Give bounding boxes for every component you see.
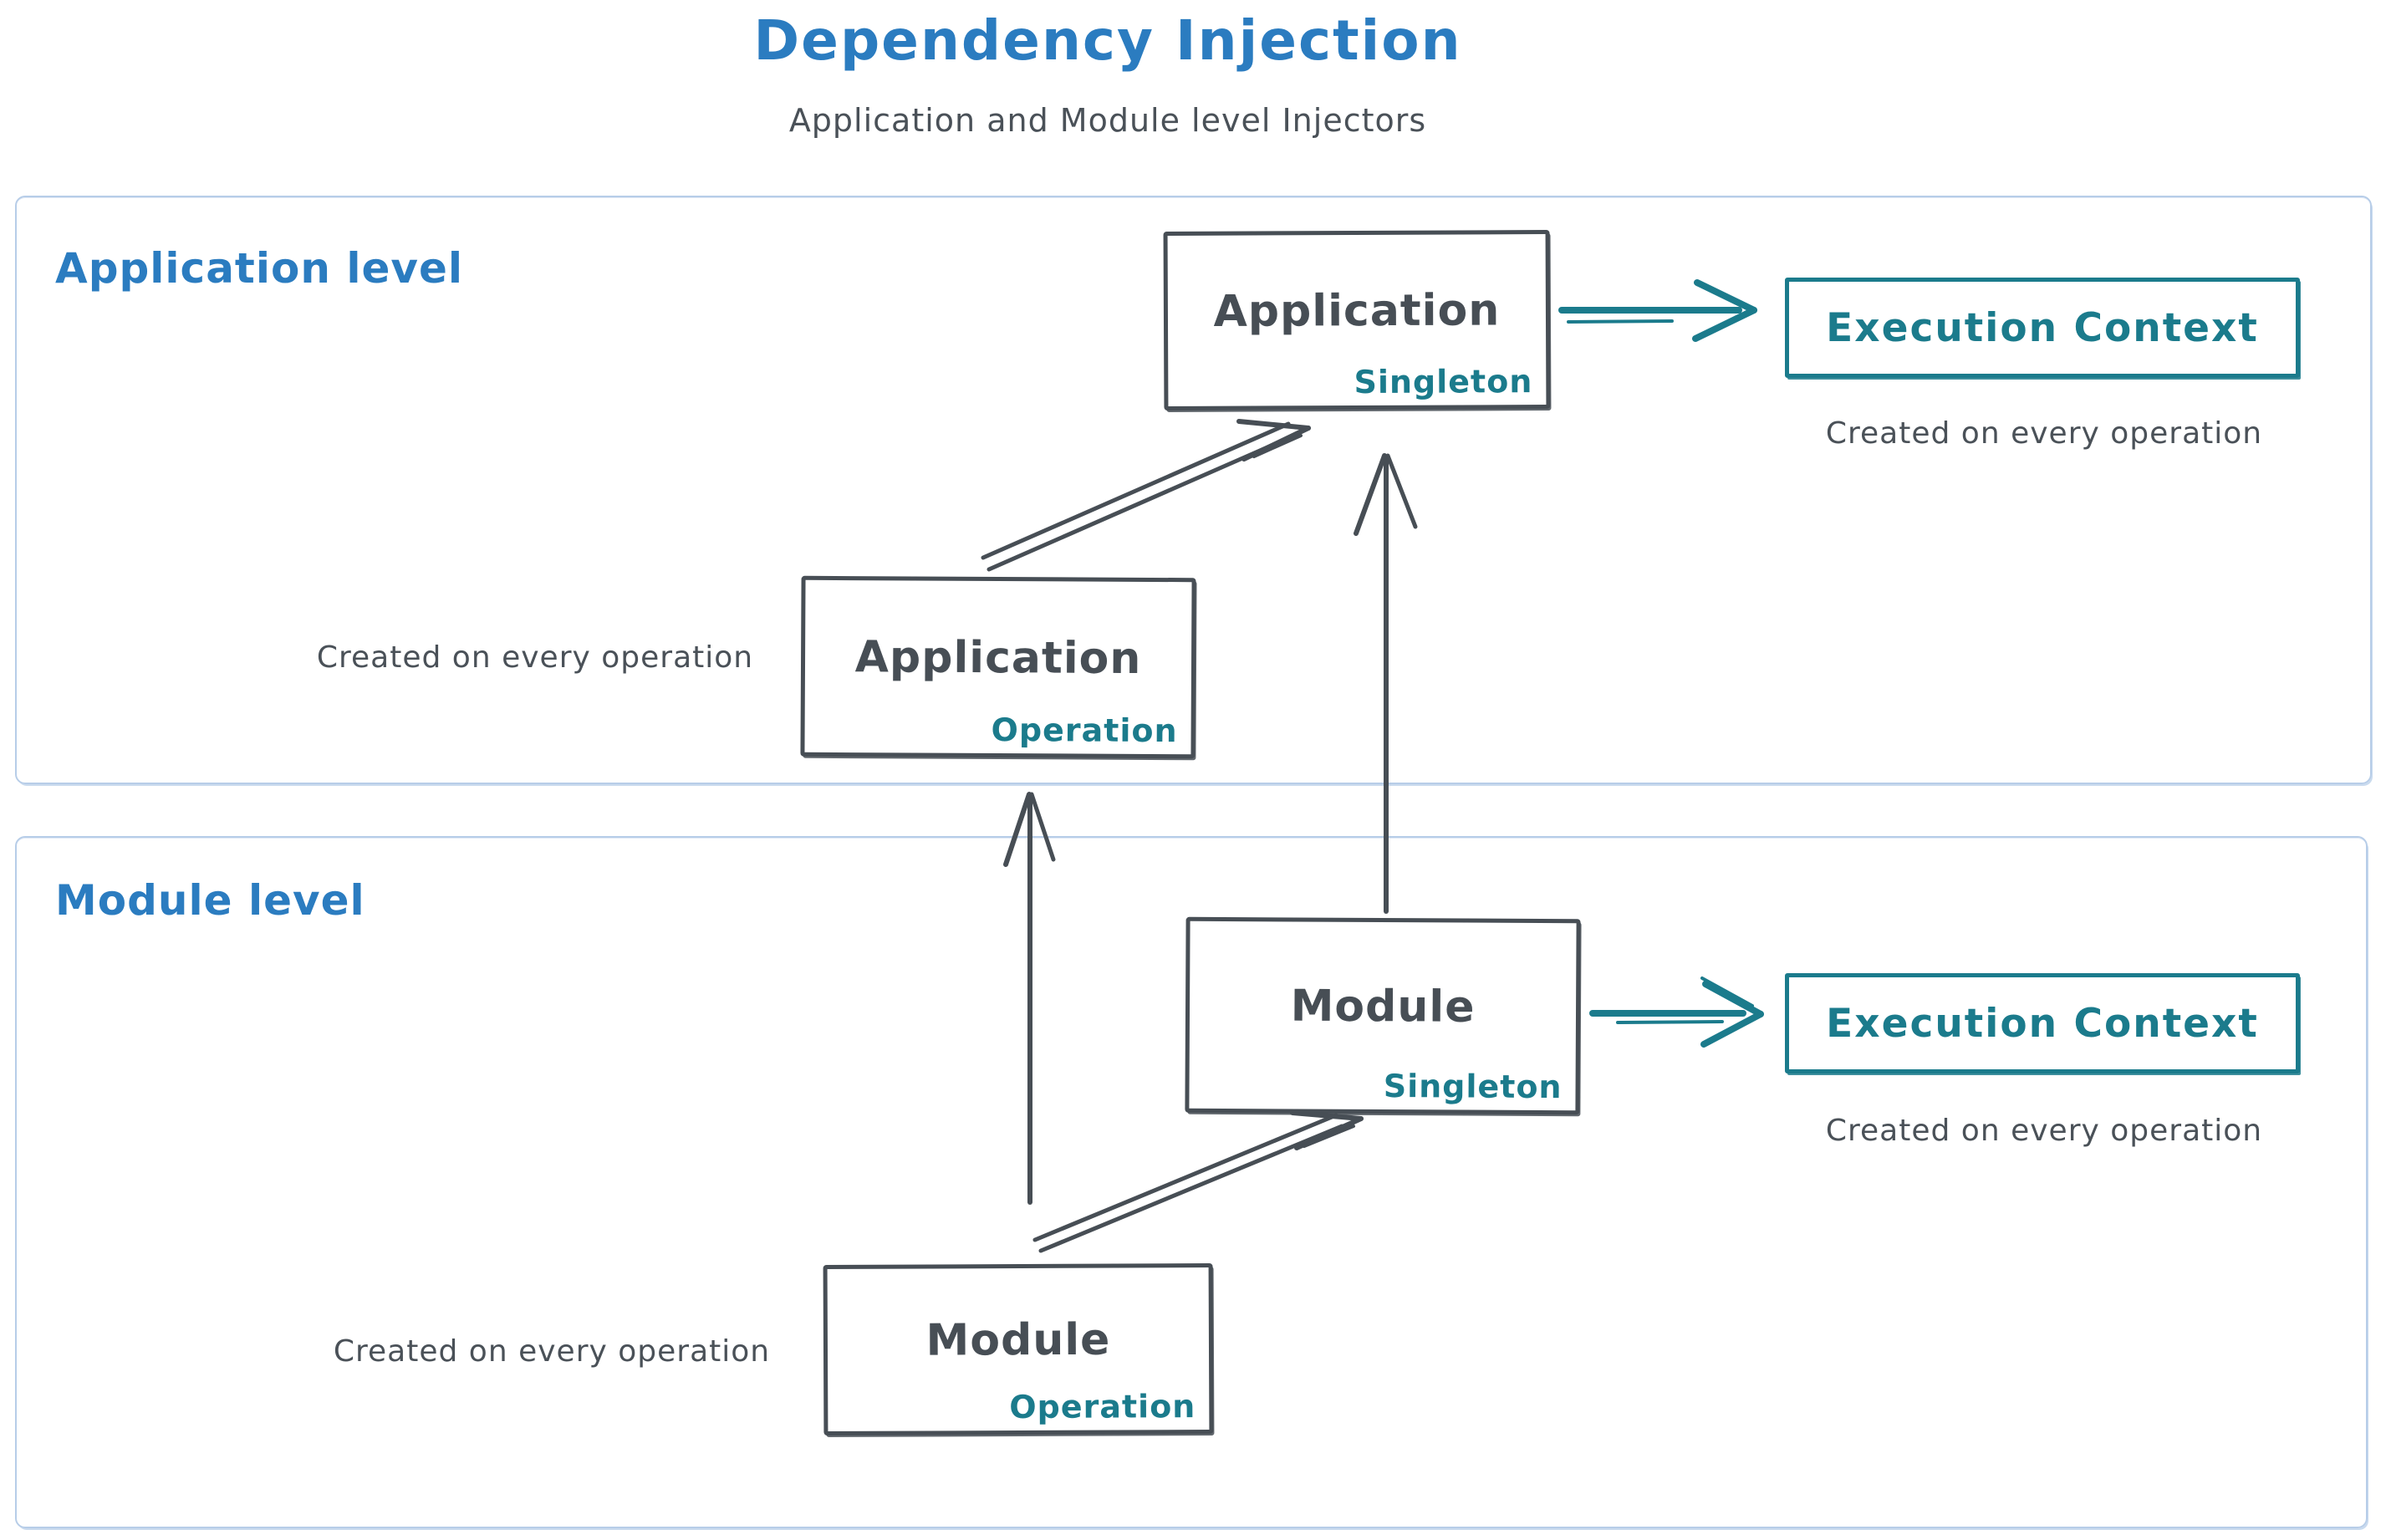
application-singleton-box: Application Singleton [1163, 229, 1551, 411]
application-operation-box: Application Operation [800, 575, 1196, 759]
module-execution-context-label: Execution Context [1826, 1000, 2259, 1047]
application-level-container [15, 196, 2372, 784]
module-operation-title: Module [925, 1314, 1111, 1366]
module-singleton-tag: Singleton [1383, 1068, 1563, 1106]
page-title: Dependency Injection [753, 8, 1462, 73]
module-operation-box: Module Operation [823, 1262, 1214, 1436]
page-subtitle: Application and Module level Injectors [788, 102, 1427, 139]
module-level-container [15, 836, 2368, 1528]
application-singleton-tag: Singleton [1354, 363, 1533, 401]
module-singleton-title: Module [1290, 981, 1476, 1033]
module-operation-tag: Operation [1009, 1388, 1196, 1426]
application-operation-title: Application [854, 632, 1142, 685]
application-singleton-title: Application [1213, 285, 1501, 337]
module-execution-context-box: Execution Context [1785, 973, 2300, 1073]
application-operation-tag: Operation [991, 711, 1178, 750]
module-singleton-box: Module Singleton [1185, 916, 1581, 1115]
module-execution-context-caption: Created on every operation [1825, 1114, 2263, 1148]
application-operation-caption: Created on every operation [316, 640, 754, 675]
application-execution-context-box: Execution Context [1785, 278, 2300, 378]
application-execution-context-caption: Created on every operation [1825, 416, 2263, 451]
application-execution-context-label: Execution Context [1826, 304, 2259, 351]
module-level-label: Module level [55, 876, 365, 925]
application-level-label: Application level [55, 244, 464, 293]
module-operation-caption: Created on every operation [333, 1334, 771, 1369]
